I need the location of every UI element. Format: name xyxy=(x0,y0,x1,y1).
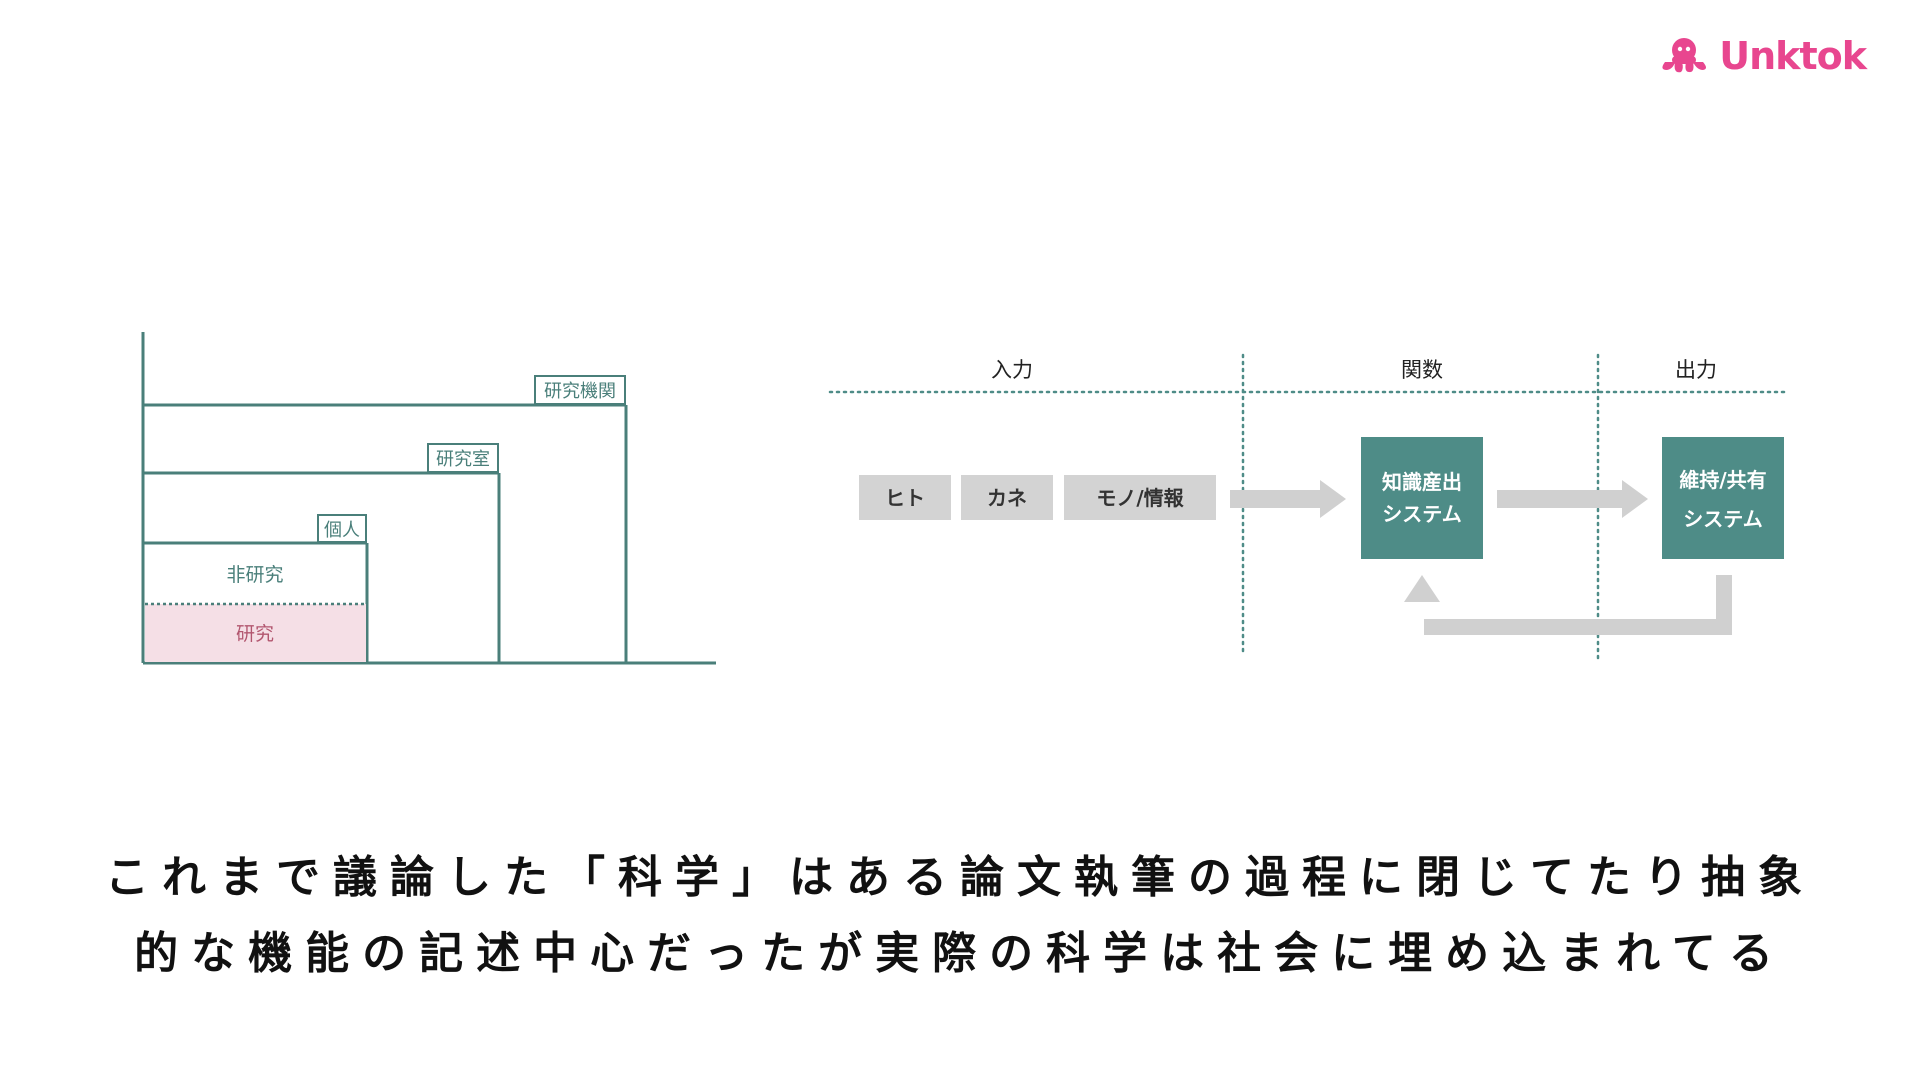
share-system-line2: システム xyxy=(1683,507,1762,531)
input-box-people xyxy=(859,475,951,520)
input-money: カネ xyxy=(987,486,1027,510)
research-area xyxy=(145,604,366,662)
header-output: 出力 xyxy=(1675,358,1717,382)
arrow-to-knowledge-system xyxy=(1230,480,1346,518)
header-input: 入力 xyxy=(991,358,1033,382)
brand-name: Unktok xyxy=(1719,34,1867,78)
feedback-arrow xyxy=(1404,575,1732,635)
input-box-money xyxy=(961,475,1053,520)
input-box-things xyxy=(1064,475,1216,520)
org-layers-diagram xyxy=(141,332,716,665)
caption-line-2: 的な機能の記述中心だったが実際の科学は社会に埋め込まれてる xyxy=(134,928,1786,979)
arrow-to-share-system xyxy=(1497,480,1648,518)
input-things: モノ/情報 xyxy=(1096,486,1184,510)
octopus-icon xyxy=(1662,38,1707,73)
research-label: 研究 xyxy=(236,623,274,645)
lab-tag: 研究室 xyxy=(436,449,490,470)
non-research-label: 非研究 xyxy=(226,564,283,586)
institution-tag: 研究機関 xyxy=(544,381,616,402)
header-function: 関数 xyxy=(1401,358,1443,382)
input-people: ヒト xyxy=(885,486,925,510)
knowledge-system-box xyxy=(1361,437,1483,559)
individual-tag: 個人 xyxy=(324,520,360,541)
system-flow-diagram: 入力 関数 出力 ヒト カネ モノ/情報 知識産出 システム 維持/共有 システ… xyxy=(828,353,1788,664)
individual-tag-box xyxy=(317,514,367,543)
brand-logo: Unktok xyxy=(1655,34,1867,78)
slide-caption: これまで議論した「科学」はある論文執筆の過程に閉じてたり抽象 的な機能の記述中心… xyxy=(0,840,1920,992)
share-system-box xyxy=(1662,437,1784,559)
knowledge-system-line2: システム xyxy=(1382,502,1461,526)
caption-line-1: これまで議論した「科学」はある論文執筆の過程に閉じてたり抽象 xyxy=(105,852,1815,903)
lab-tag-box xyxy=(427,443,499,473)
share-system-line1: 維持/共有 xyxy=(1679,468,1766,492)
institution-tag-box xyxy=(534,375,626,405)
knowledge-system-line1: 知識産出 xyxy=(1382,470,1462,494)
